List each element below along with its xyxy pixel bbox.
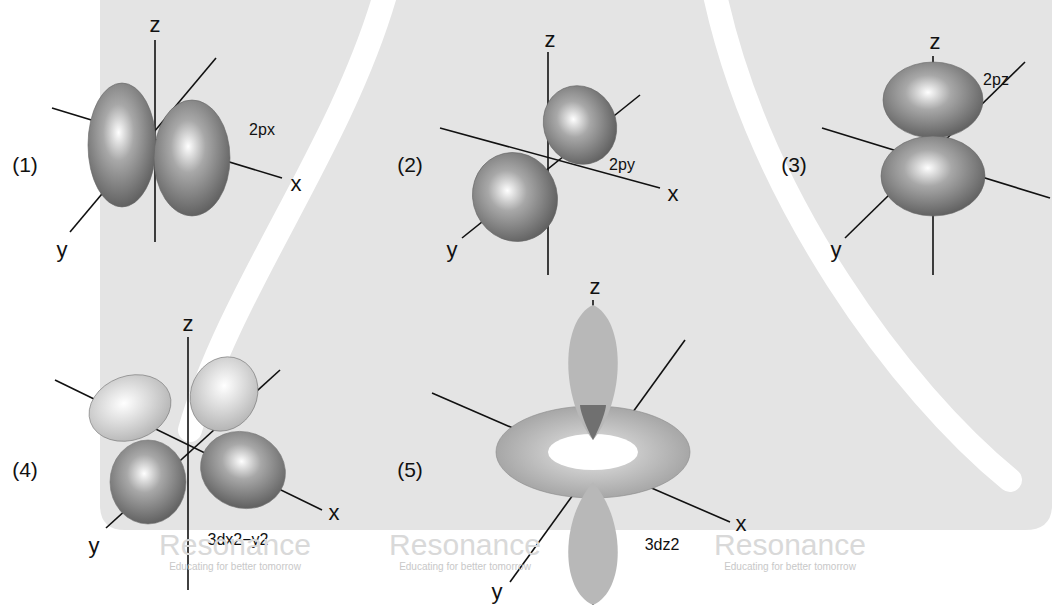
axis-label: z [150, 12, 161, 38]
axes [52, 40, 1050, 605]
watermark: Resonance [389, 528, 541, 562]
p-orbital [881, 62, 985, 216]
watermark: Educating for better tomorrow [724, 561, 856, 572]
axis-label: z [930, 29, 941, 55]
axis-label: y [89, 533, 100, 559]
panel-number: (3) [781, 153, 807, 177]
watermark: Educating for better tomorrow [399, 561, 531, 572]
axis-label: x [668, 181, 679, 207]
axis-label: z [183, 311, 194, 337]
axis-label: x [291, 171, 302, 197]
d-orbital [80, 346, 297, 524]
orbital-label: 3dz2 [645, 536, 680, 554]
panel-number: (1) [12, 153, 38, 177]
axis-label: x [329, 500, 340, 526]
orbital-label: 2py [609, 156, 635, 174]
axis-label: y [447, 237, 458, 263]
background-panel [100, 0, 1052, 530]
axis-label: y [492, 579, 503, 605]
white-band [715, 0, 1010, 480]
axis-label: y [57, 237, 68, 263]
p-orbital [88, 83, 230, 216]
axis-label: y [831, 237, 842, 263]
watermark: Resonance [159, 528, 311, 562]
watermark: Educating for better tomorrow [169, 561, 301, 572]
axis-label: z [590, 274, 601, 300]
watermark: Resonance [714, 528, 866, 562]
orbital-label: 2pz [983, 71, 1009, 89]
p-orbital [458, 74, 630, 256]
panel-number: (5) [397, 458, 423, 482]
panel-number: (4) [12, 458, 38, 482]
orbital-label: 2px [249, 121, 275, 139]
axis-label: z [545, 27, 556, 53]
panel-number: (2) [397, 153, 423, 177]
